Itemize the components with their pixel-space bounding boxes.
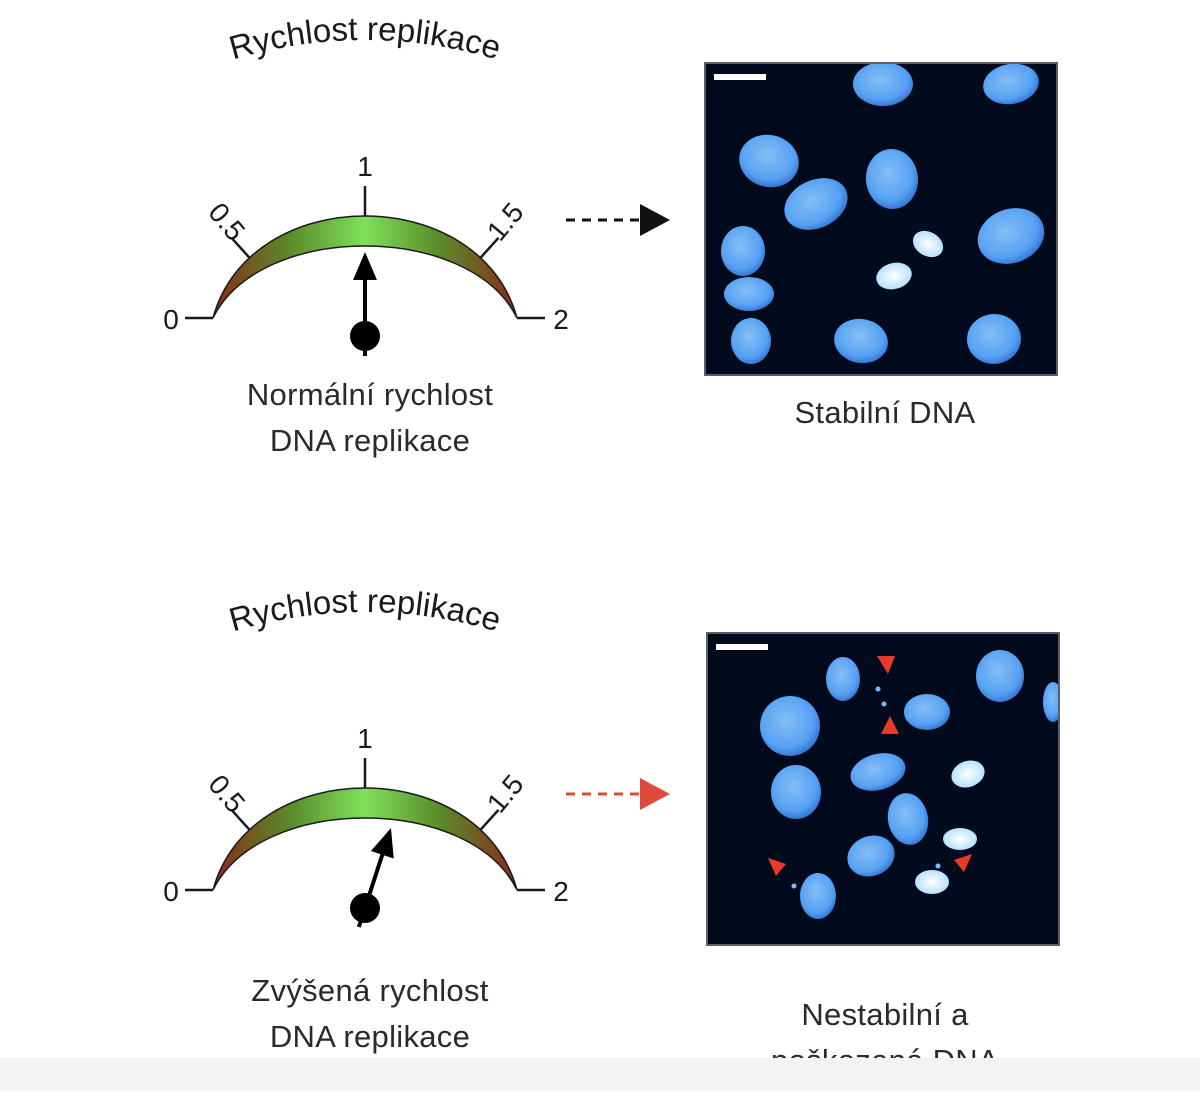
nucleus — [887, 793, 929, 845]
nucleus — [976, 650, 1024, 702]
gauge-tick-label: 0 — [163, 304, 179, 335]
gauge-pivot — [350, 893, 380, 923]
caption-line-1: Normální rychlost — [246, 377, 494, 412]
nucleus — [721, 226, 765, 276]
damage-marker — [877, 656, 895, 674]
gauge-pivot — [350, 321, 380, 351]
gauge-tick-label: 1.5 — [481, 769, 530, 819]
nucleus — [834, 318, 888, 364]
gauge-tick-label: 1 — [357, 723, 373, 754]
micronucleus — [935, 863, 941, 869]
gauge-tick — [230, 236, 251, 259]
nucleus — [967, 313, 1021, 365]
micronucleus — [875, 686, 881, 692]
gauge-needle-head — [353, 252, 377, 280]
nucleus — [739, 134, 799, 188]
result-line-1: Stabilní DNA — [794, 395, 976, 430]
result-stable: Stabilní DNA — [700, 390, 1070, 436]
dashed-arrow-black — [566, 204, 670, 236]
gauge-tick — [230, 808, 251, 831]
damage-marker — [954, 854, 972, 872]
bright-nucleus — [915, 870, 949, 894]
nucleus — [784, 178, 848, 230]
gauge-tick-label: 2 — [553, 304, 569, 335]
bright-nucleus — [951, 760, 985, 788]
gauge-title: Rychlost replikace — [225, 582, 505, 638]
nucleus — [847, 835, 895, 877]
microscopy-stable — [704, 62, 1058, 376]
nucleus — [983, 64, 1039, 105]
micronucleus — [881, 701, 887, 707]
bright-nucleus — [876, 262, 912, 290]
caption-line-2: DNA replikace — [269, 1019, 471, 1054]
caption-line-1: Zvýšená rychlost — [251, 973, 489, 1008]
dashed-arrow-red — [566, 778, 670, 810]
gauge-tick-label: 0.5 — [202, 197, 251, 247]
gauge-title: Rychlost replikace — [225, 10, 505, 66]
nucleus — [724, 277, 774, 311]
damage-marker — [881, 716, 899, 734]
nucleus — [826, 657, 860, 701]
nucleus — [800, 873, 836, 919]
nucleus — [904, 694, 950, 730]
micronucleus — [791, 883, 797, 889]
gauge-needle-head — [370, 828, 394, 859]
nucleus — [731, 318, 771, 364]
scale-bar — [716, 644, 768, 650]
panel-normal: Rychlost replikace 0 0.5 1 1.5 2 Normální ryc… — [0, 0, 1200, 545]
bright-nucleus — [912, 230, 944, 258]
nucleus — [977, 208, 1045, 264]
nucleus — [865, 149, 919, 209]
nucleus — [850, 753, 906, 791]
nucleus — [853, 64, 913, 106]
gauge-tick-label: 0 — [163, 876, 179, 907]
bottom-strip — [0, 1058, 1200, 1091]
panel-elevated: Rychlost replikace 0 0.5 1 1.5 2 Zvýšená rych… — [0, 572, 1200, 1117]
nucleus — [760, 696, 820, 756]
gauge-tick-label: 2 — [553, 876, 569, 907]
gauge-tick-label: 0.5 — [202, 769, 251, 819]
bright-nucleus — [943, 828, 977, 850]
nucleus — [771, 765, 821, 819]
nucleus — [1043, 682, 1058, 722]
scale-bar — [714, 74, 766, 80]
gauge-band — [212, 787, 518, 891]
caption-normal: Normální rychlost DNA replikace — [190, 372, 550, 464]
gauge-tick-label: 1.5 — [481, 197, 530, 247]
microscopy-unstable — [706, 632, 1060, 946]
gauge-band — [212, 215, 518, 319]
gauge-tick — [479, 236, 500, 259]
gauge-elevated: Rychlost replikace 0 0.5 1 1.5 2 — [163, 582, 569, 928]
result-line-1: Nestabilní a — [801, 997, 969, 1032]
damage-marker — [768, 858, 786, 876]
caption-line-2: DNA replikace — [269, 423, 471, 458]
gauge-tick — [479, 808, 500, 831]
gauge-normal: Rychlost replikace 0 0.5 1 1.5 2 — [163, 10, 569, 356]
caption-elevated: Zvýšená rychlost DNA replikace — [190, 968, 550, 1060]
gauge-tick-label: 1 — [357, 151, 373, 182]
